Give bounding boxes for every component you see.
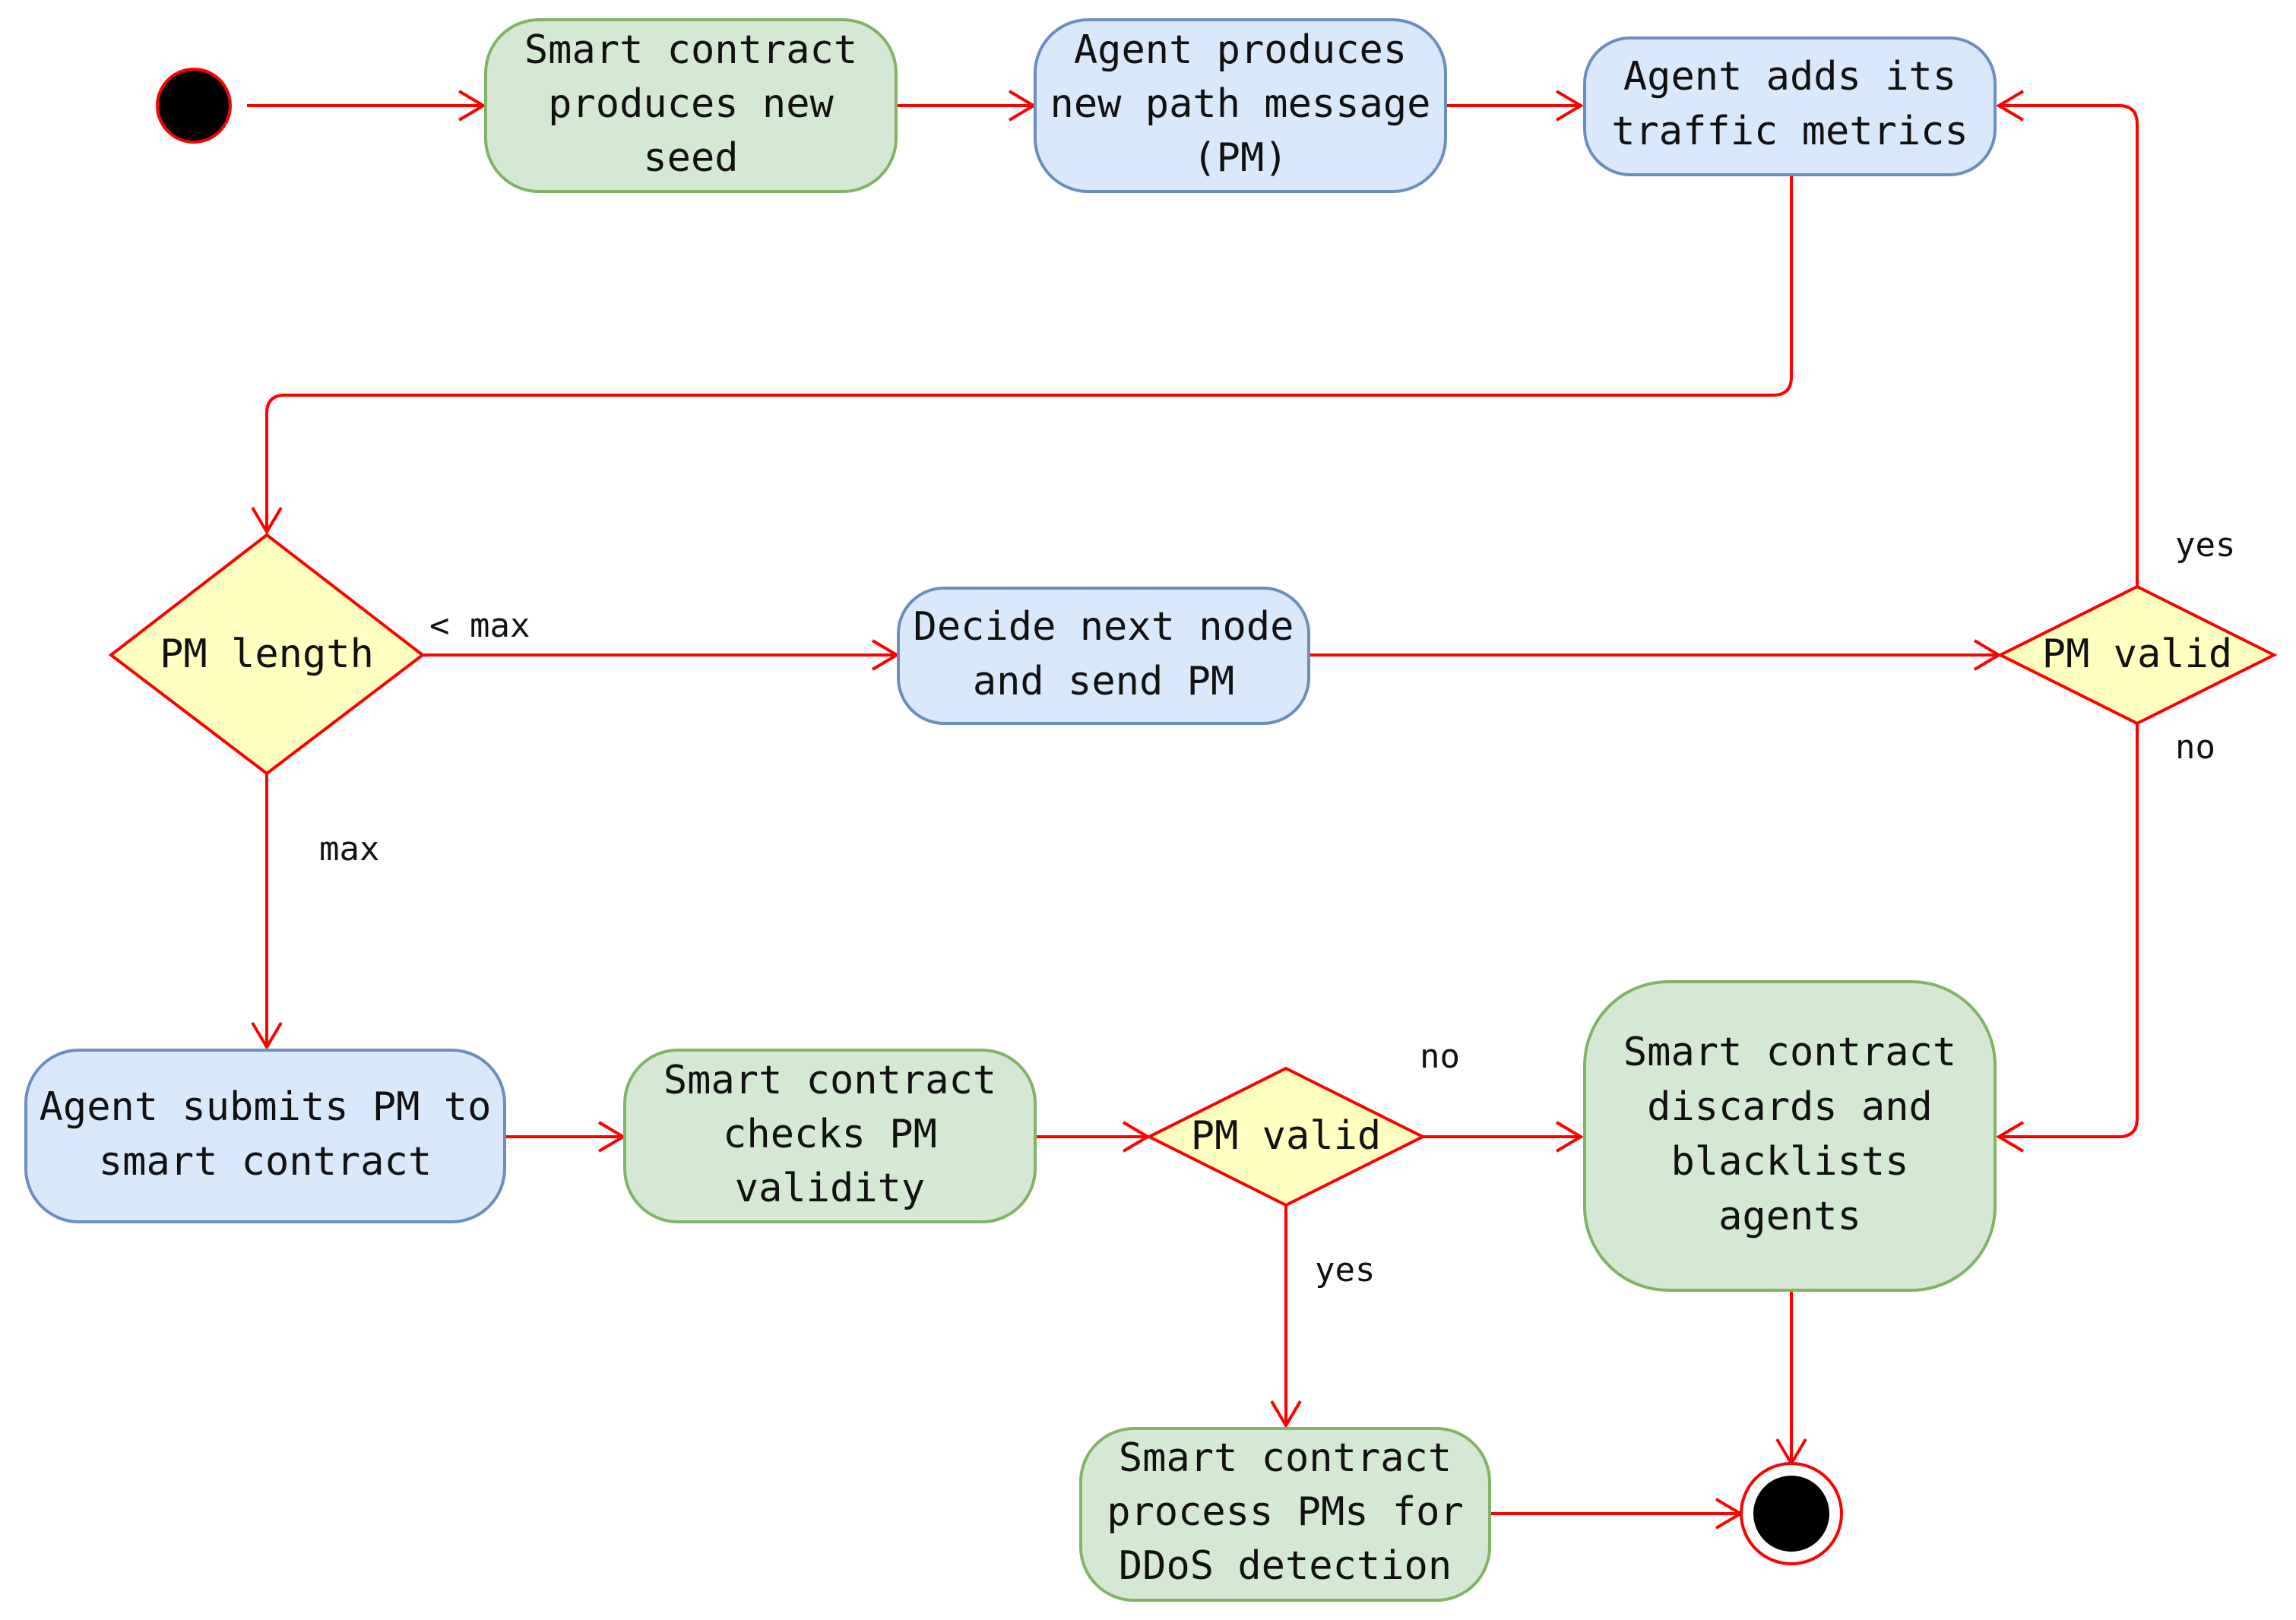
action-decide-next: Decide next node and send PM (897, 587, 1310, 725)
decision-pm-valid-bottom: PM valid (1145, 1066, 1427, 1207)
action-decide-next-line-1: Decide next node (914, 604, 1294, 650)
edge-pm-valid-bottom-no-to-discard-arrowhead (1555, 1121, 1584, 1153)
decision-pm-valid-right: PM valid (1997, 584, 2278, 726)
action-discard-line-1: Smart contract (1623, 1030, 1956, 1075)
action-process-line-2: process PMs for (1107, 1489, 1464, 1535)
action-check-validity: Smart contract checks PM validity (623, 1049, 1037, 1223)
action-seed-line-3: seed (643, 135, 738, 181)
action-new-pm-line-2: new path message (1050, 81, 1431, 127)
edge-add-metrics-to-pm-length-arrowhead (251, 506, 283, 535)
action-process: Smart contract process PMs for DDoS dete… (1079, 1427, 1491, 1602)
edge-new-pm-to-add-metrics-arrowhead (1555, 90, 1584, 122)
edge-label-yes-right: yes (2175, 526, 2235, 565)
action-decide-next-line-2: and send PM (973, 659, 1234, 704)
decision-pm-length: PM length (108, 533, 426, 776)
edges (247, 90, 2139, 1530)
edge-add-metrics-to-pm-length (265, 176, 1793, 532)
edge-label-yes-bottom: yes (1315, 1251, 1375, 1289)
edge-label-max: max (319, 830, 379, 869)
action-submit-pm-line-2: smart contract (99, 1139, 432, 1185)
action-discard-line-2: discards and (1647, 1084, 1933, 1130)
end-node (1740, 1462, 1843, 1565)
action-process-line-1: Smart contract (1119, 1435, 1452, 1481)
decision-pm-length-label: PM length (160, 631, 374, 677)
edge-pm-valid-yes-to-add-metrics (1999, 104, 2139, 587)
start-node (156, 68, 232, 144)
action-add-metrics: Agent adds its traffic metrics (1583, 36, 1997, 176)
action-process-line-3: DDoS detection (1119, 1543, 1452, 1589)
action-seed-line-1: Smart contract (524, 27, 857, 73)
action-add-metrics-line-1: Agent adds its (1623, 54, 1956, 100)
action-check-validity-line-3: validity (735, 1166, 925, 1211)
action-discard: Smart contract discards and blacklists a… (1583, 980, 1997, 1292)
decision-pm-valid-right-label: PM valid (2042, 631, 2232, 677)
action-check-validity-line-2: checks PM (723, 1112, 937, 1157)
edge-labels: < max max yes no no yes (319, 526, 2235, 1289)
edge-label-no-bottom: no (1420, 1037, 1460, 1076)
action-add-metrics-line-2: traffic metrics (1611, 109, 1968, 154)
action-submit-pm-line-1: Agent submits PM to (40, 1084, 492, 1130)
action-new-pm: Agent produces new path message (PM) (1034, 18, 1447, 193)
edge-pm-valid-no-to-discard (1999, 723, 2139, 1138)
action-discard-line-3: blacklists (1671, 1139, 1908, 1185)
action-new-pm-line-3: (PM) (1192, 135, 1287, 181)
edge-pm-valid-bottom-yes-to-process-arrowhead (1270, 1400, 1302, 1429)
edge-pm-length-to-submit-arrowhead (251, 1021, 283, 1050)
action-seed-line-2: produces new (548, 81, 834, 127)
edge-start-to-seed-arrowhead (458, 90, 486, 122)
edge-label-lt-max: < max (429, 606, 530, 645)
action-new-pm-line-1: Agent produces (1074, 27, 1407, 73)
edge-label-no-right: no (2175, 728, 2215, 767)
action-check-validity-line-1: Smart contract (663, 1058, 996, 1103)
decision-pm-valid-bottom-label: PM valid (1191, 1113, 1381, 1159)
edge-pm-valid-no-to-discard-arrowhead (1996, 1121, 2025, 1153)
action-seed: Smart contract produces new seed (484, 18, 898, 193)
action-submit-pm: Agent submits PM to smart contract (24, 1049, 506, 1223)
edge-pm-valid-yes-to-add-metrics-arrowhead (1996, 90, 2025, 122)
action-discard-line-4: agents (1718, 1194, 1861, 1239)
